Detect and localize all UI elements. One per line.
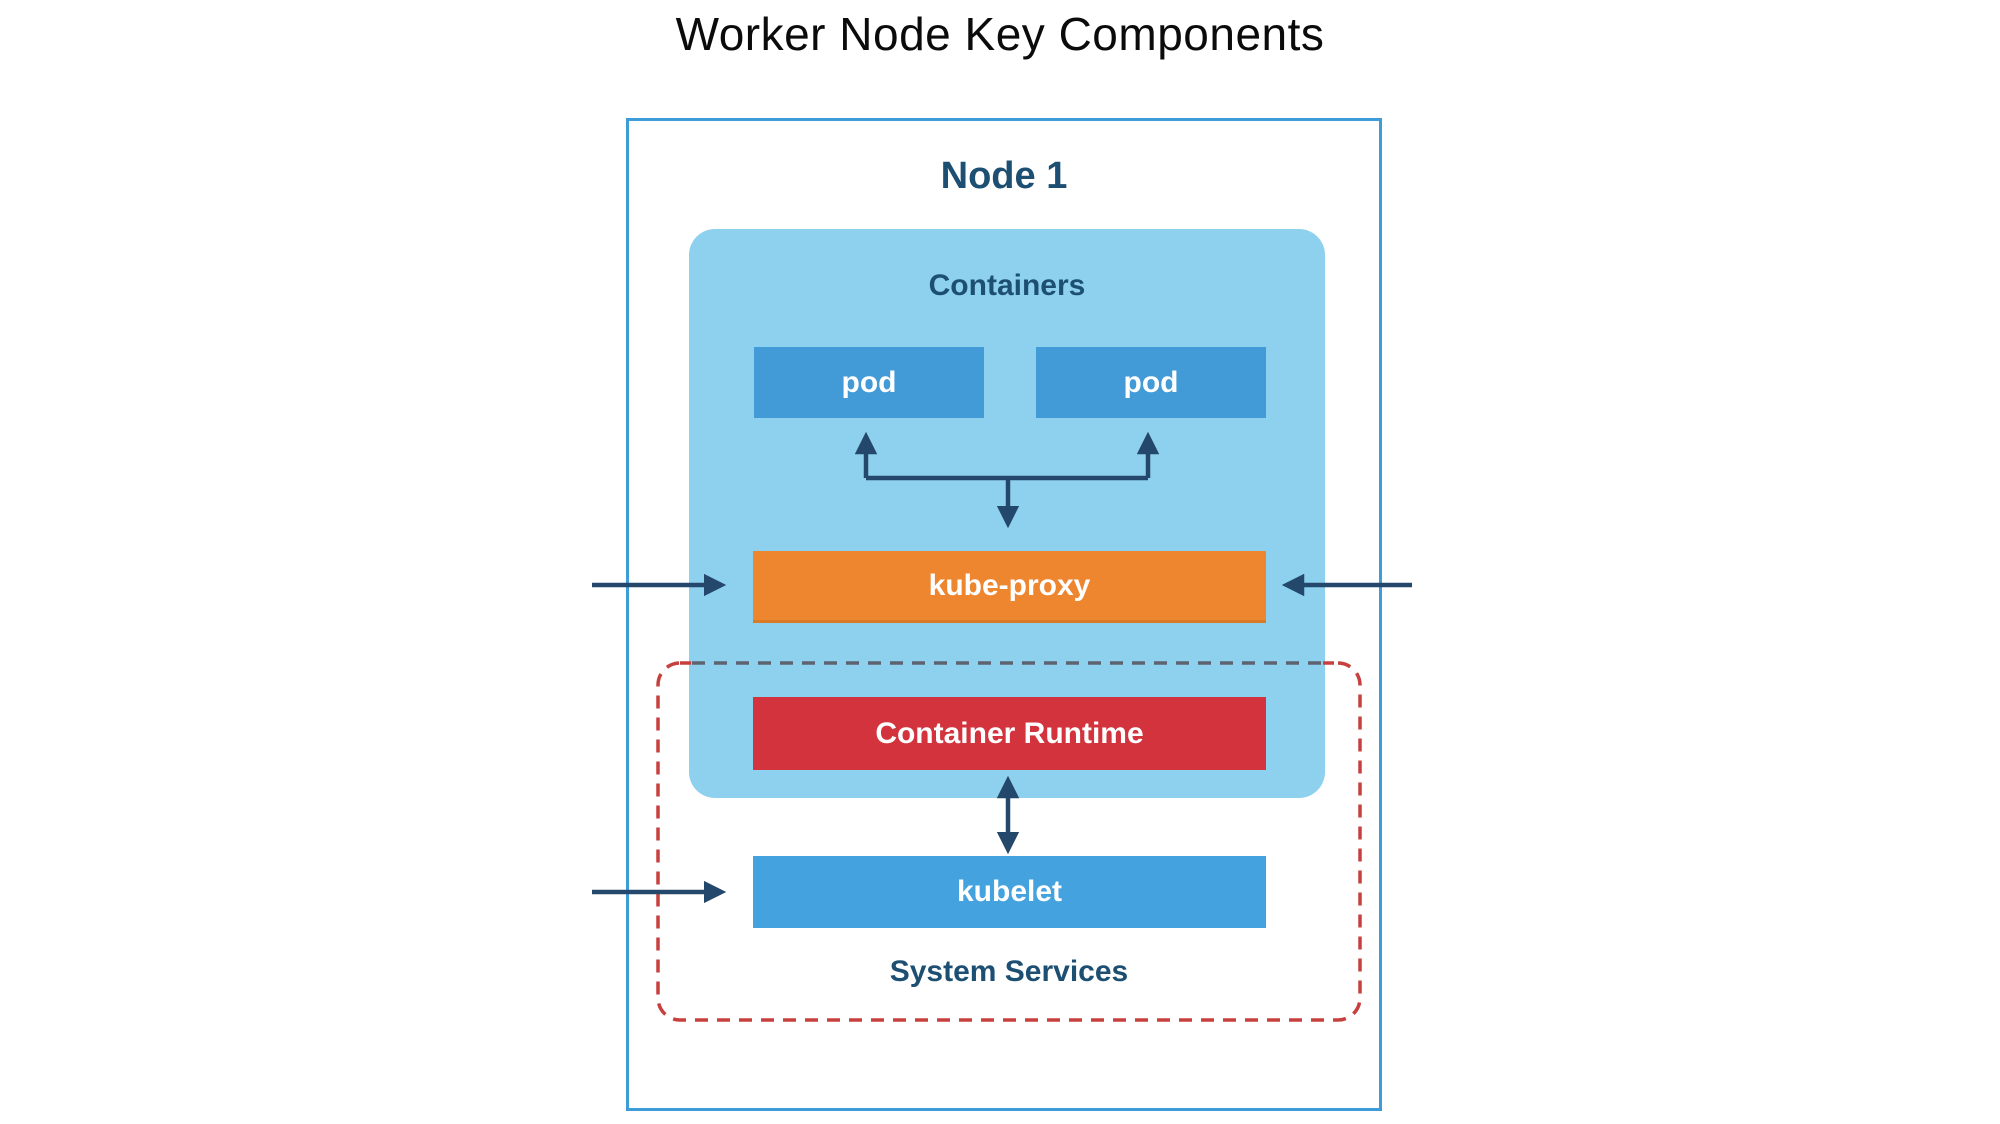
containers-group-label: Containers [928, 269, 1086, 302]
pod-label-left: pod [841, 365, 897, 399]
pod-box-right: pod [1036, 347, 1266, 418]
pod-label-right: pod [1123, 365, 1179, 399]
kube-proxy-box: kube-proxy [753, 551, 1266, 623]
kubelet-label: kubelet [956, 875, 1063, 908]
container-runtime-label: Container Runtime [875, 716, 1144, 750]
kube-proxy-label: kube-proxy [928, 568, 1091, 602]
node-label: Node 1 [940, 155, 1068, 197]
pod-box-left: pod [754, 347, 984, 418]
container-runtime-box: Container Runtime [753, 697, 1266, 770]
diagram-title: Worker Node Key Components [675, 8, 1325, 60]
system-services-label: System Services [889, 955, 1129, 988]
kubelet-box: kubelet [753, 856, 1266, 928]
